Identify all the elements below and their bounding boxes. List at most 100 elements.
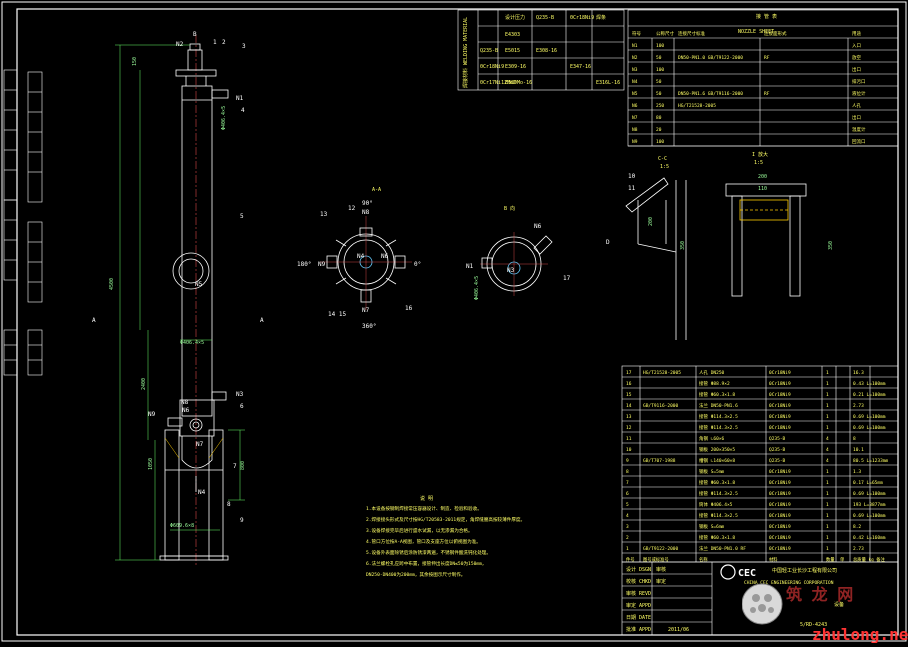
- dd-cell-14: E316L-16: [596, 80, 620, 86]
- bom-cell: 15: [626, 392, 632, 398]
- nozzle-cell: N2: [632, 55, 638, 61]
- bom-cell: 14: [626, 403, 632, 409]
- aa-label-N7: N7: [362, 307, 370, 314]
- nozzle-cell: 50: [656, 79, 662, 85]
- label-part-3: 3: [242, 43, 246, 50]
- bom-cell: 1: [826, 414, 829, 420]
- dd-cell-2: Q235-B: [536, 15, 554, 21]
- detail-i-inner: 110: [758, 186, 767, 192]
- section-b[interactable]: [480, 232, 553, 296]
- cc-label-10: 10: [628, 173, 636, 180]
- bom-cell: 4: [826, 436, 829, 442]
- label-part-5: 5: [240, 213, 244, 220]
- label-part-8: 8: [227, 501, 231, 508]
- bom-cell: Q235-B: [769, 447, 786, 453]
- detail-i-title: I 放大: [752, 151, 768, 158]
- label-N9: N9: [148, 411, 156, 418]
- bom-cell: 筒体 Φ406.4×5: [699, 501, 733, 508]
- label-A-right: A: [260, 317, 264, 324]
- label-part-6: 6: [240, 403, 244, 410]
- elevation-labels: N2 B 1 2 3 N1 4 5 N5 A A N3 N9 N8 N6 N7 …: [92, 31, 264, 524]
- detail-i[interactable]: [725, 183, 807, 297]
- bom-cell: 11: [626, 436, 632, 442]
- detail-i-width: 200: [758, 174, 767, 180]
- nozzle-cell: 250: [656, 103, 664, 109]
- notes-block: 说 明 1.本设备按钢制焊接常压容器设计、制造、检验和验收。2.焊接接头形式及尺…: [366, 495, 525, 578]
- bom-cell: 5: [626, 502, 629, 508]
- nozzle-cell: 80: [656, 115, 662, 121]
- bom-cell: 接管 Φ114.3×2.5: [699, 424, 738, 431]
- bom-cell: 8: [626, 469, 629, 475]
- section-b-title: B 向: [504, 205, 515, 212]
- drawing-code: 5/RD-4243: [800, 622, 827, 628]
- cc-label-11: 11: [628, 185, 636, 192]
- bom-cell: 1: [826, 524, 829, 530]
- bom-cell: 0Cr18Ni9: [769, 381, 791, 387]
- b-label-N1: N1: [466, 263, 474, 270]
- bom-cell: 法兰 DN50-PN1.0 RF: [699, 545, 746, 552]
- bom-cell: 8.2: [853, 524, 861, 530]
- bom-cell: 接管 Φ60.3×1.8: [699, 534, 735, 541]
- bom-cell: 1: [826, 425, 829, 431]
- nozzle-cell: DN50-PN1.6 GB/T9116-2000: [678, 91, 743, 97]
- nozzle-cell: 出口: [852, 66, 861, 73]
- nozzle-cell: 出口: [852, 114, 861, 121]
- bom-cell: 1.3: [853, 469, 861, 475]
- dd-cell-11: E347-16: [570, 64, 591, 70]
- bom-cell: 17: [626, 370, 632, 376]
- bom-cell: 2.73: [853, 546, 864, 552]
- design-data-text: 设计压力 Q235-B 0Cr18Ni9 焊条 E4303 Q235-B E50…: [462, 14, 620, 88]
- bom-cell: 1: [826, 546, 829, 552]
- bom-cell: 10: [626, 447, 632, 453]
- detail-c-c[interactable]: [625, 177, 687, 340]
- nozzle-cell: N4: [632, 79, 638, 85]
- bom-cell: GB/T707-1988: [643, 458, 676, 464]
- bom-cell: 1: [826, 535, 829, 541]
- note-line: 6.法兰螺栓孔应跨中布置，接管伸出长度DN≤50为150mm，: [366, 560, 486, 567]
- bom-cell: HG/T21528-2005: [643, 370, 681, 376]
- nozzle-cell: N1: [632, 43, 638, 49]
- dd-side-label: 焊接材料 WELDING MATERIAL: [462, 17, 469, 88]
- cc-dim-1: 200: [648, 217, 654, 226]
- nozzle-cell: 100: [656, 67, 664, 73]
- label-B-top: B: [193, 31, 197, 38]
- nozzle-cell: DN50-PN1.0 GB/T9122-2000: [678, 55, 743, 61]
- bom-cell: GB/T9122-2000: [643, 546, 679, 552]
- bom-cell: 1: [826, 381, 829, 387]
- bom-cell: 0.69 L=100mm: [853, 414, 886, 420]
- nozzle-cell: RF: [764, 55, 770, 61]
- dim-right-bottom: 800: [240, 461, 246, 470]
- bom-cell: 接管 Φ60.3×1.8: [699, 479, 735, 486]
- bom-cell: 193 L=3877mm: [853, 502, 886, 508]
- nozzle-cell: N6: [632, 103, 638, 109]
- detail-i-labels: I 放大 1:5 200 350 110: [752, 151, 834, 250]
- bom-cell: 1: [826, 502, 829, 508]
- detail-i-scale: 1:5: [754, 160, 763, 166]
- bom-header-cell: 件号: [626, 556, 635, 563]
- section-a-a[interactable]: [320, 216, 412, 310]
- nozzle-cell: 温度计: [852, 126, 866, 133]
- tb-cell-3: 校核 CHKD: [626, 578, 651, 585]
- b-label-N6: N6: [534, 223, 542, 230]
- bom-cell: 接管 Φ88.9×2: [699, 380, 730, 387]
- nozzle-header-cell: 连接面形式: [764, 30, 787, 37]
- bom-cell: 4: [826, 458, 829, 464]
- bom-cell: 接管 Φ114.3×2.5: [699, 490, 738, 497]
- bom-cell: 7: [626, 480, 629, 486]
- elevation-view[interactable]: [159, 35, 229, 565]
- aa-angle-0: 0°: [414, 261, 421, 268]
- dd-cell-8: E308-16: [536, 48, 557, 54]
- bom-cell: 0Cr18Ni9: [769, 480, 791, 486]
- bom-cell: 3: [626, 524, 629, 530]
- bom-cell: 0.42 L=160mm: [853, 535, 886, 541]
- tb-date: 2011/06: [668, 627, 689, 633]
- bom-cell: 0.69 L=100mm: [853, 491, 886, 497]
- note-line: DN250-DN400为200mm，其余按图示尺寸制作。: [366, 571, 465, 578]
- dim-skirt-height: 1050: [148, 458, 154, 470]
- note-line: 5.设备外表面除锈后涂防锈漆两遍，不锈钢件酸洗钝化处理。: [366, 549, 491, 556]
- aa-label-N9: N9: [318, 261, 326, 268]
- section-a-a-title: A-A: [372, 187, 381, 193]
